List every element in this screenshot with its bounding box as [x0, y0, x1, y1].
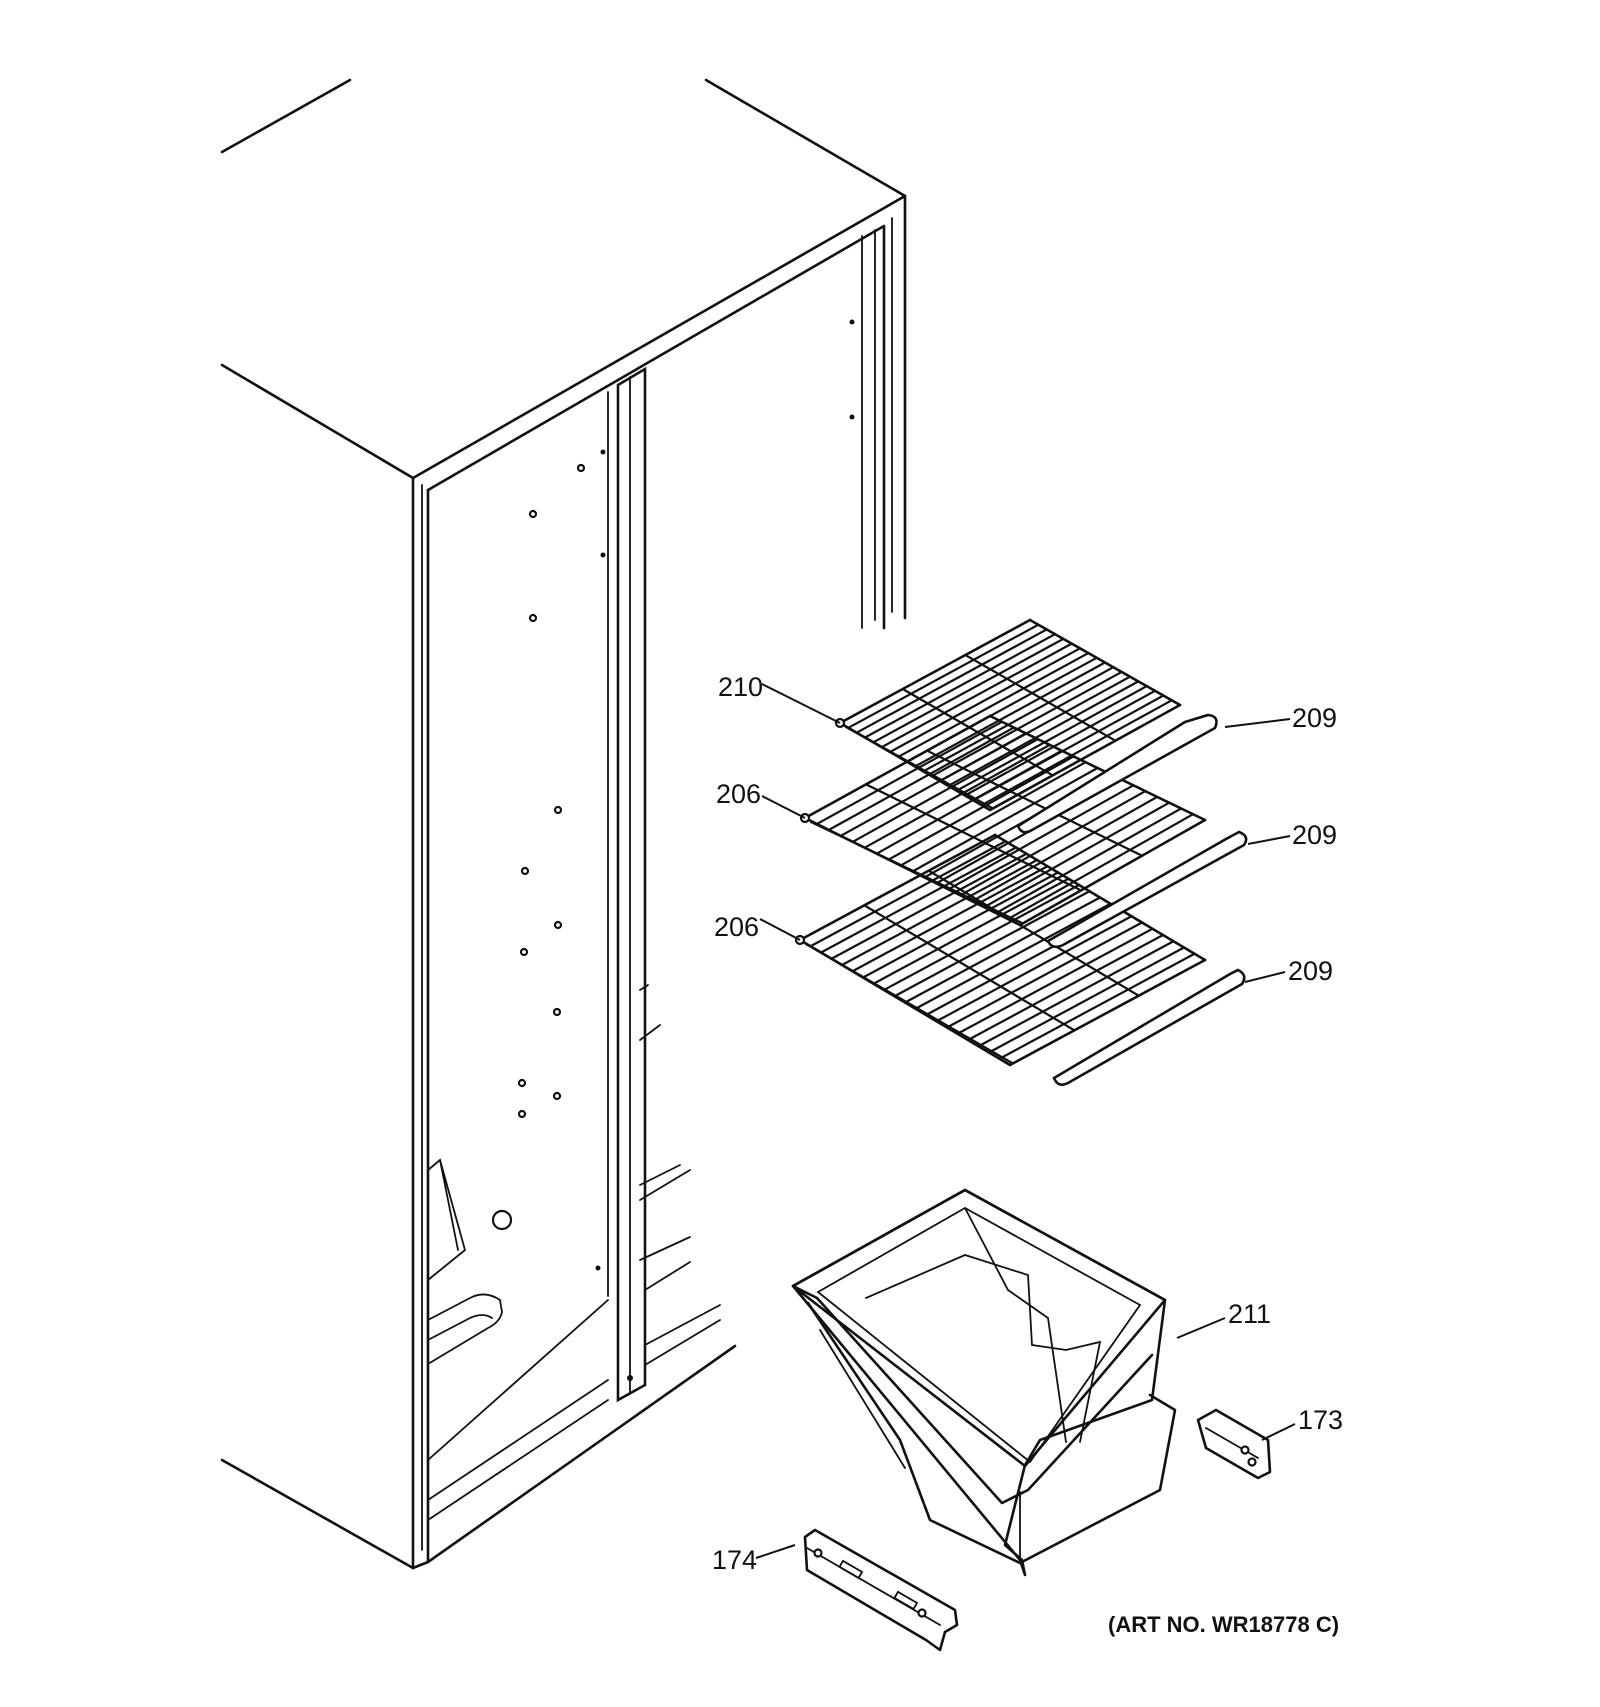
svg-text:206: 206 — [714, 912, 759, 942]
callout-206-mid: 206 — [716, 779, 806, 819]
art-number: (ART NO. WR18778 C) — [1108, 1612, 1339, 1637]
shelf-trim-caps — [1016, 713, 1248, 1086]
svg-text:209: 209 — [1288, 956, 1333, 986]
ice-bucket — [791, 1188, 1177, 1577]
callout-210: 210 — [718, 672, 841, 724]
callout-206-low: 206 — [714, 912, 801, 942]
shelf-trim-cap-low — [1052, 968, 1246, 1086]
svg-text:210: 210 — [718, 672, 763, 702]
callout-209-top: 209 — [1224, 703, 1337, 733]
svg-text:209: 209 — [1292, 820, 1337, 850]
svg-text:173: 173 — [1298, 1405, 1343, 1435]
svg-text:206: 206 — [716, 779, 761, 809]
shelf-trim-cap-top — [1016, 713, 1218, 834]
callout-174: 174 — [712, 1544, 796, 1575]
callout-211: 211 — [1176, 1299, 1271, 1339]
wire-shelves — [794, 618, 1207, 1067]
callout-209-mid: 209 — [1247, 820, 1337, 850]
refrigerator-cabinet — [220, 78, 907, 1570]
svg-text:209: 209 — [1292, 703, 1337, 733]
svg-text:174: 174 — [712, 1545, 757, 1575]
callout-173: 173 — [1261, 1405, 1343, 1441]
callout-209-low: 209 — [1244, 956, 1333, 986]
bin-rail-right — [1196, 1408, 1272, 1480]
wire-shelf-low — [794, 833, 1207, 1067]
bin-rail-left — [803, 1528, 959, 1652]
shelf-trim-cap-mid — [1046, 830, 1248, 949]
wire-shelf-top — [834, 618, 1182, 812]
svg-text:211: 211 — [1228, 1299, 1271, 1329]
